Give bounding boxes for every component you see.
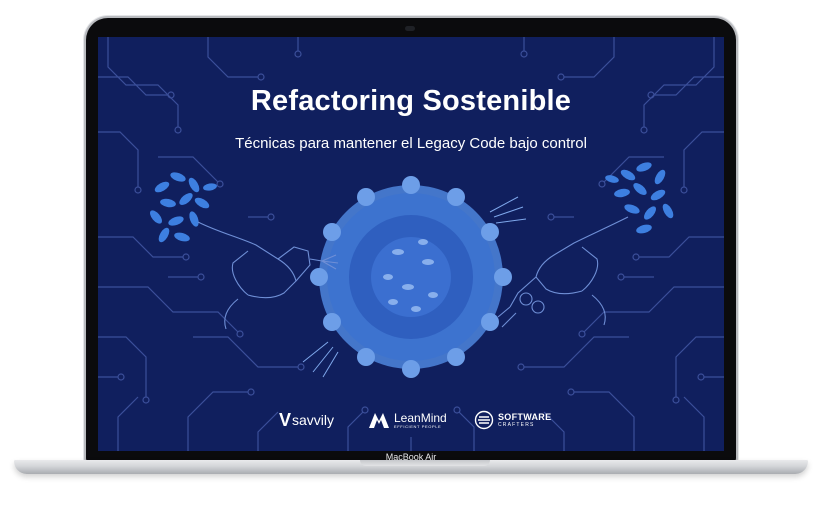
device-model-label: MacBook Air	[385, 452, 437, 462]
circuit-background	[98, 37, 724, 451]
flower-ball-icon	[302, 176, 527, 378]
savvily-mark: V	[279, 409, 292, 430]
laptop-base	[14, 460, 808, 474]
screen: Refactoring Sostenible Técnicas para man…	[98, 37, 724, 451]
software-crafters-symbol-icon	[474, 410, 494, 430]
laptop-lid: Refactoring Sostenible Técnicas para man…	[86, 18, 736, 464]
laptop-notch	[360, 460, 490, 466]
camera-icon	[405, 26, 415, 31]
savvily-wordmark: savvily	[292, 412, 335, 428]
leanmind-wordmark: LeanMind	[394, 410, 447, 425]
hand-scissors-icon	[497, 216, 629, 328]
leanmind-symbol-icon	[369, 413, 389, 428]
software-crafters-logo-icon: SOFTWARE CRAFTERS	[474, 409, 551, 431]
leanmind-tagline: EFFICIENT PEOPLE	[394, 423, 442, 429]
savvily-logo-icon: V savvily	[279, 409, 334, 431]
hand-spray-bottle-icon	[197, 221, 339, 330]
leaf-cluster-icon	[150, 172, 217, 243]
software-crafters-line1: SOFTWARE	[498, 411, 552, 422]
leaf-cluster-icon	[605, 162, 674, 234]
slide-title: Refactoring Sostenible	[250, 85, 572, 117]
sponsor-logos: V savvily LeanMind EFFICIENT PEOPLE	[98, 409, 724, 431]
leanmind-logo-icon: LeanMind EFFICIENT PEOPLE	[368, 409, 447, 431]
slide-subtitle: Técnicas para mantener el Legacy Code ba…	[235, 135, 587, 152]
software-crafters-line2: CRAFTERS	[498, 421, 535, 428]
